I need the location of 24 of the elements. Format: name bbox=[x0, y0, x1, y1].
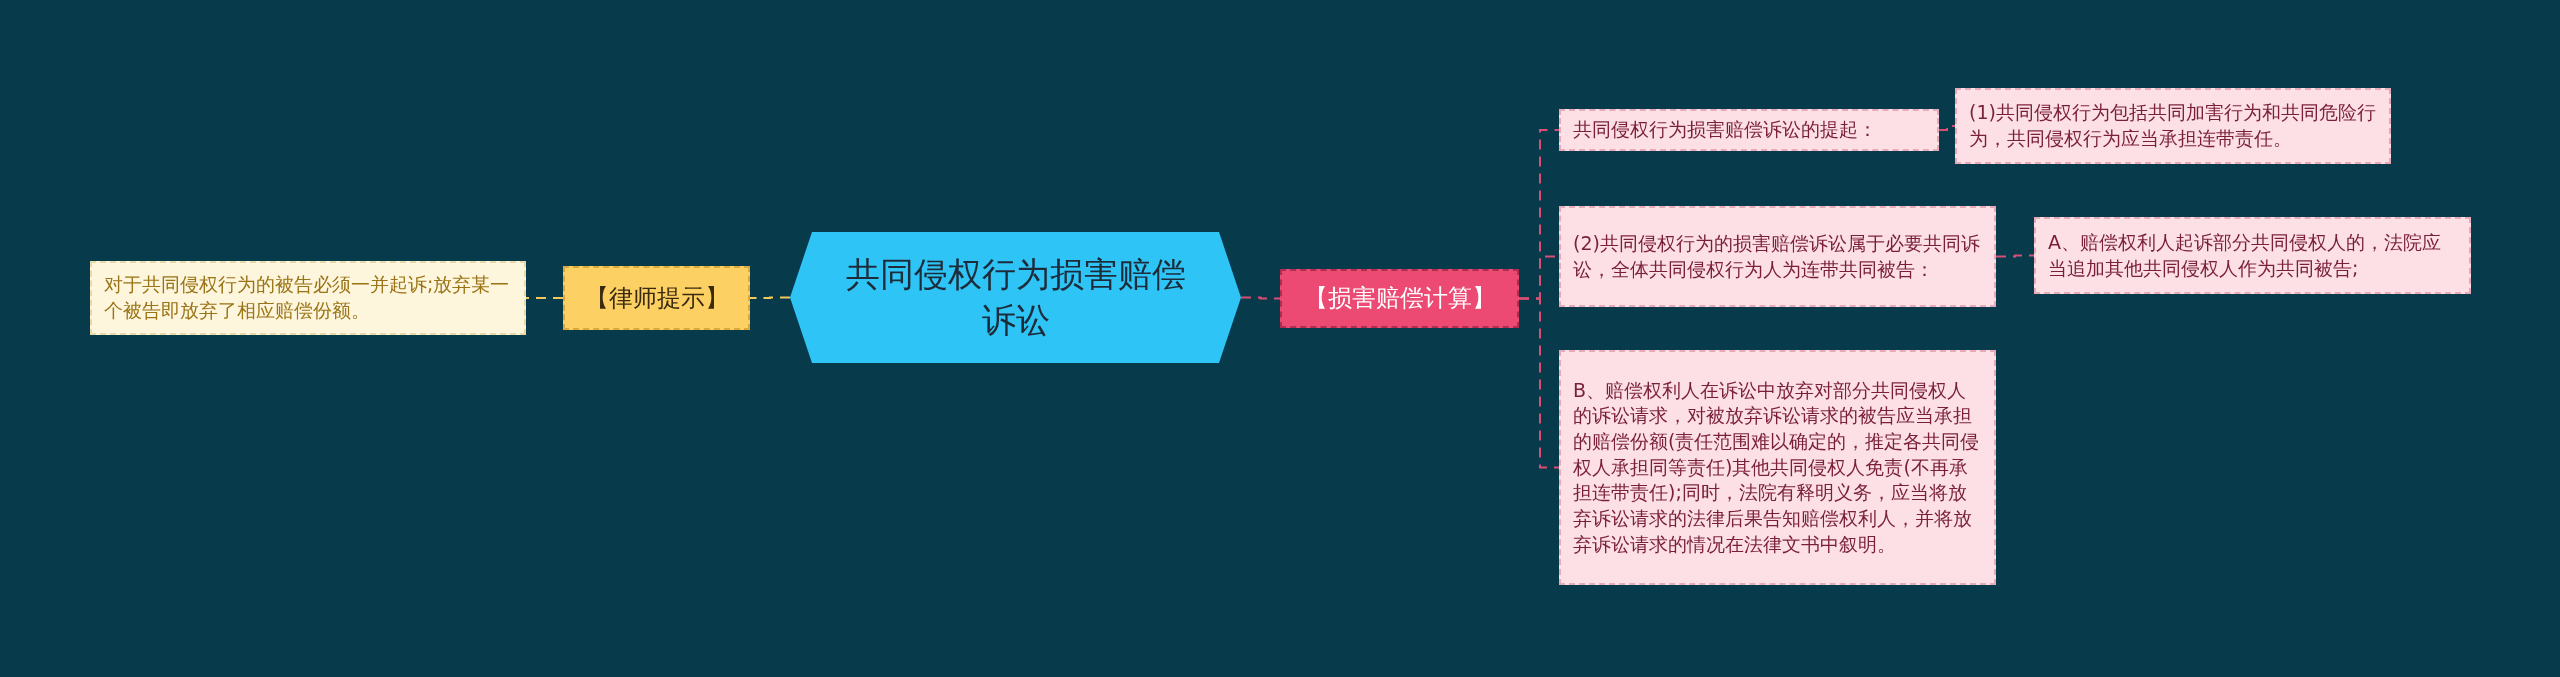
node-text: 【损害赔偿计算】 bbox=[1303, 283, 1496, 315]
connector-line bbox=[1518, 297, 1560, 469]
note-box bbox=[1559, 350, 1996, 585]
note-box bbox=[1559, 109, 1939, 151]
note-box bbox=[1955, 88, 2391, 164]
node-text: 【律师提示】 bbox=[584, 282, 729, 314]
node-text: 对于共同侵权行为的被告必须一并起诉;放弃某一个被告即放弃了相应赔偿份额。 bbox=[104, 272, 511, 323]
connector-line bbox=[1240, 296, 1281, 300]
connector-line bbox=[1938, 125, 1956, 131]
node-text: (2)共同侵权行为的损害赔偿诉讼属于必要共同诉讼，全体共同侵权行为人为连带共同被告： bbox=[1573, 230, 1981, 282]
topic-hexagon bbox=[790, 232, 1241, 363]
branch-box bbox=[1280, 269, 1519, 328]
node-text: 共同侵权行为损害赔偿诉讼 bbox=[844, 252, 1187, 342]
note-box bbox=[2034, 217, 2471, 294]
connector-line bbox=[749, 296, 791, 299]
node-text: (1)共同侵权行为包括共同加害行为和共同危险行为，共同侵权行为应当承担连带责任。 bbox=[1969, 100, 2377, 151]
connector-line bbox=[1995, 254, 2035, 258]
node-text: 共同侵权行为损害赔偿诉讼的提起： bbox=[1573, 117, 1877, 143]
note-box bbox=[1559, 206, 1996, 307]
connector-line bbox=[525, 297, 564, 299]
note-box bbox=[90, 261, 526, 335]
branch-box bbox=[563, 266, 750, 330]
node-text: A、赔偿权利人起诉部分共同侵权人的，法院应当追加其他共同侵权人作为共同被告; bbox=[2048, 229, 2442, 281]
node-text: B、赔偿权利人在诉讼中放弃对部分共同侵权人的诉讼请求，对被放弃诉讼请求的被告应当承担的赔偿份额(责任范围难以确定的，推定各共同侵权人承担同等责任)其他共同侵权人免责(不再承担连带责任);同时，法院有释明义务，应当将放弃诉讼请求的法律后果告知赔偿权利人，并将放弃诉讼请求的情况在法律文书中叙明。 bbox=[1573, 377, 1981, 557]
